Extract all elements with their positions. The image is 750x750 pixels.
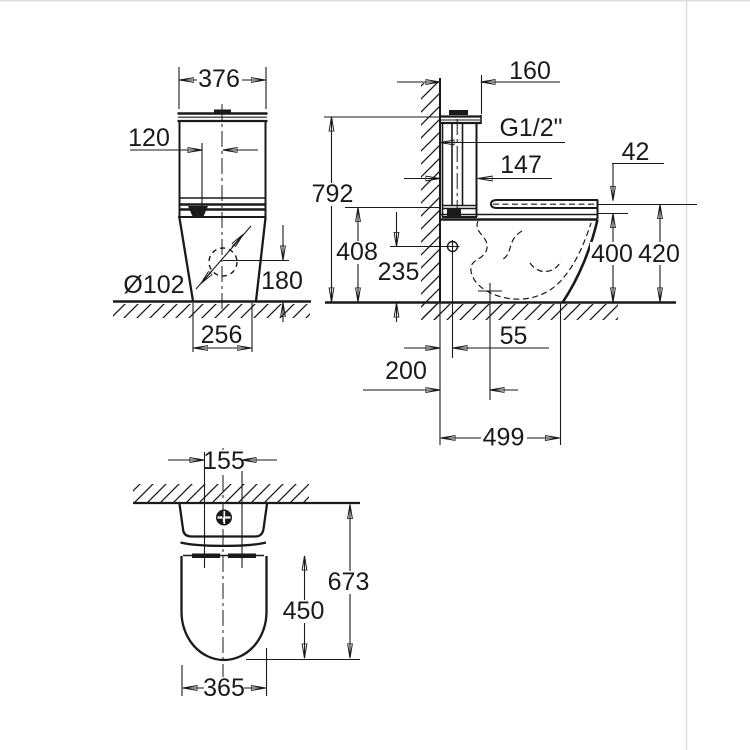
seat-hinge-left [192, 553, 220, 558]
dim-total-height: 792 [312, 180, 354, 208]
dim-seat-height: 420 [638, 240, 680, 268]
seat-profile [489, 199, 598, 209]
floor-hatch-front [113, 304, 310, 318]
dim-tank-body-depth: 147 [500, 151, 542, 179]
bowl-outline-plan [180, 556, 268, 662]
wall-hatch-side [421, 83, 440, 320]
dim-total-depth-plan: 673 [328, 568, 370, 596]
front-view: 376 120 Ø102 180 256 [113, 65, 311, 352]
dim-base-width: 256 [201, 321, 243, 349]
dim-outlet-diameter: Ø102 [123, 271, 184, 299]
dim-front-width: 376 [198, 65, 240, 93]
dim-bowl-width: 365 [203, 674, 245, 702]
plan-view: 155 673 450 365 [133, 447, 371, 702]
wall-hatch-plan [133, 484, 309, 502]
dim-supply-wall-offset: 55 [500, 322, 528, 350]
dim-tank-top-depth: 160 [509, 57, 551, 85]
floor-hatch-side [423, 304, 618, 320]
dim-flush-offset: 120 [128, 124, 170, 152]
dim-inlet-spacing: 155 [203, 447, 245, 475]
fill-valve-side [447, 209, 461, 217]
dim-tank-underside-height: 408 [336, 238, 378, 266]
outlet-circle [208, 247, 238, 277]
bowl-front-curve [561, 219, 599, 304]
trapway-hidden-line [470, 220, 592, 300]
dim-supply-height: 235 [378, 258, 420, 286]
dim-outlet-wall-offset: 200 [385, 357, 427, 385]
dim-bowl-depth: 450 [283, 597, 325, 625]
dim-rim-height: 400 [591, 240, 633, 268]
dim-outlet-height: 180 [261, 267, 303, 295]
fill-valve-front [188, 206, 208, 218]
flush-button-side [449, 110, 468, 115]
dim-total-depth-side: 499 [483, 424, 525, 452]
dim-seat-stack: 42 [622, 138, 650, 166]
side-view: 160 G1/2" 147 792 408 235 42 400 [311, 57, 697, 452]
dim-supply-thread: G1/2" [499, 114, 562, 142]
